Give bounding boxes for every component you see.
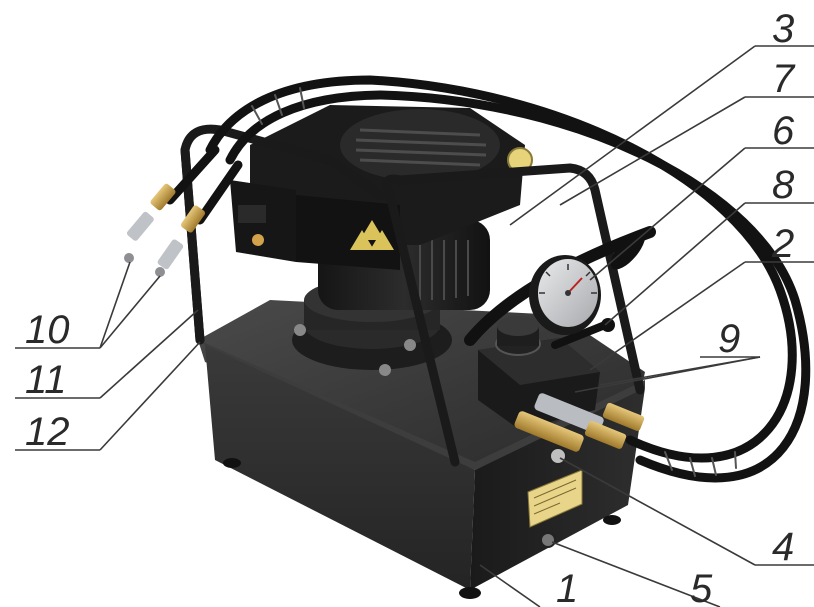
quick-couplers [124, 145, 243, 277]
oil-level-window [549, 447, 567, 465]
pressure-gauge-icon [529, 255, 601, 335]
drain-plug [540, 532, 556, 548]
callout-10: 10 [25, 308, 70, 352]
callout-8: 8 [772, 163, 795, 207]
callouts [15, 45, 814, 607]
callout-4: 4 [772, 525, 794, 569]
outlet-couplings [514, 393, 645, 452]
hydraulic-hoses [205, 75, 811, 483]
callout-3: 3 [772, 7, 794, 51]
nameplate-icon [527, 469, 583, 528]
callout-7: 7 [772, 57, 796, 101]
callout-2: 2 [771, 222, 794, 266]
switch-knob [252, 234, 264, 246]
callout-6: 6 [772, 109, 795, 153]
callout-5: 5 [690, 567, 713, 607]
callout-11: 11 [25, 358, 67, 402]
callout-labels: 3 7 6 8 2 9 4 5 1 10 11 12 [25, 7, 796, 607]
callout-9: 9 [718, 317, 740, 361]
electric-motor [230, 105, 533, 310]
callout-1: 1 [556, 567, 578, 607]
callout-12: 12 [25, 410, 70, 454]
warning-sign-icon [350, 220, 394, 250]
